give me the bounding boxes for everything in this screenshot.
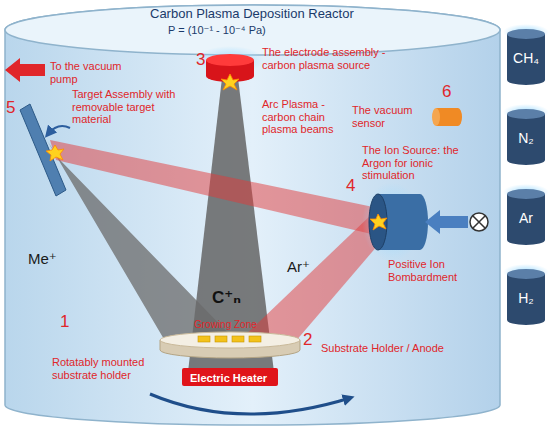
ion-symbol: Ar⁺ <box>287 258 310 275</box>
gas-feed-arrow <box>425 210 468 234</box>
electrode-top <box>206 54 254 66</box>
ion-symbol: Me⁺ <box>28 250 57 267</box>
part-label: Target Assembly with removable target ma… <box>72 88 182 126</box>
vacuum-chamber <box>5 5 500 425</box>
cylinder-top <box>507 269 545 279</box>
gas-cylinder: CH₄ <box>507 30 545 86</box>
arc-spark <box>221 74 239 90</box>
vacuum-sensor-face <box>432 108 440 126</box>
target-spark <box>46 145 64 161</box>
cylinder-top <box>507 109 545 119</box>
growing-zone <box>198 336 261 342</box>
gas-cylinder: N₂ <box>507 110 545 166</box>
callout-number: 3 <box>196 50 205 70</box>
part-label: The Ion Source: the Argon for ionic stim… <box>362 144 474 182</box>
chamber-lid <box>5 5 500 55</box>
part-label: The electrode assembly - carbon plasma s… <box>262 46 412 71</box>
cylinder-top <box>507 189 545 199</box>
heater-bar: Electric Heater <box>182 368 278 386</box>
part-label: Positive Ion Bombardment <box>388 258 474 283</box>
target-arrow <box>48 126 70 134</box>
callout-number: 1 <box>60 312 69 332</box>
growing-film <box>232 336 244 342</box>
diagram-title: Carbon Plasma Deposition Reactor <box>150 7 354 22</box>
cylinder-body <box>507 114 545 165</box>
valve-symbol <box>470 213 488 231</box>
argon-beam <box>240 214 384 342</box>
heater-label: Electric Heater <box>182 369 275 387</box>
gas-name: N₂ <box>507 130 545 146</box>
gas-name: H₂ <box>507 290 545 306</box>
gas-cylinder: Ar <box>507 190 545 246</box>
gas-name: Ar <box>507 210 545 226</box>
callout-number: 4 <box>346 176 355 196</box>
cylinder-body <box>507 34 545 85</box>
cylinder-body <box>507 274 545 325</box>
callout-number: 2 <box>303 330 312 350</box>
growing-film <box>249 336 261 342</box>
part-label: Substrate Holder / Anode <box>321 342 444 355</box>
target-plate <box>20 104 66 196</box>
cylinder-top <box>507 29 545 39</box>
callout-number: 5 <box>6 98 15 118</box>
pressure-note: P = (10⁻¹ - 10⁻⁴ Pa) <box>168 24 266 37</box>
valve-cross <box>473 216 485 228</box>
part-label: Rotatably mounted substrate holder <box>52 356 154 381</box>
rotation-arrow <box>150 394 350 414</box>
ion-spark <box>370 214 387 230</box>
part-label: Growing Zone <box>194 319 257 331</box>
gas-name: CH₄ <box>507 50 545 66</box>
cylinder-body <box>507 194 545 245</box>
callout-number: 6 <box>442 82 451 102</box>
growing-film <box>198 336 210 342</box>
growing-film <box>215 336 227 342</box>
ion-source-face <box>369 194 387 250</box>
substrate-top <box>160 332 300 348</box>
part-label: Arc Plasma - carbon chain plasma beams <box>262 98 348 136</box>
ion-symbol: C⁺ₙ <box>212 288 241 308</box>
part-label: The vacuum sensor <box>352 104 428 129</box>
part-label: To the vacuum pump <box>50 60 130 85</box>
pump-arrow <box>5 58 45 82</box>
argon-beam <box>50 140 380 236</box>
gas-cylinder: H₂ <box>507 270 545 326</box>
